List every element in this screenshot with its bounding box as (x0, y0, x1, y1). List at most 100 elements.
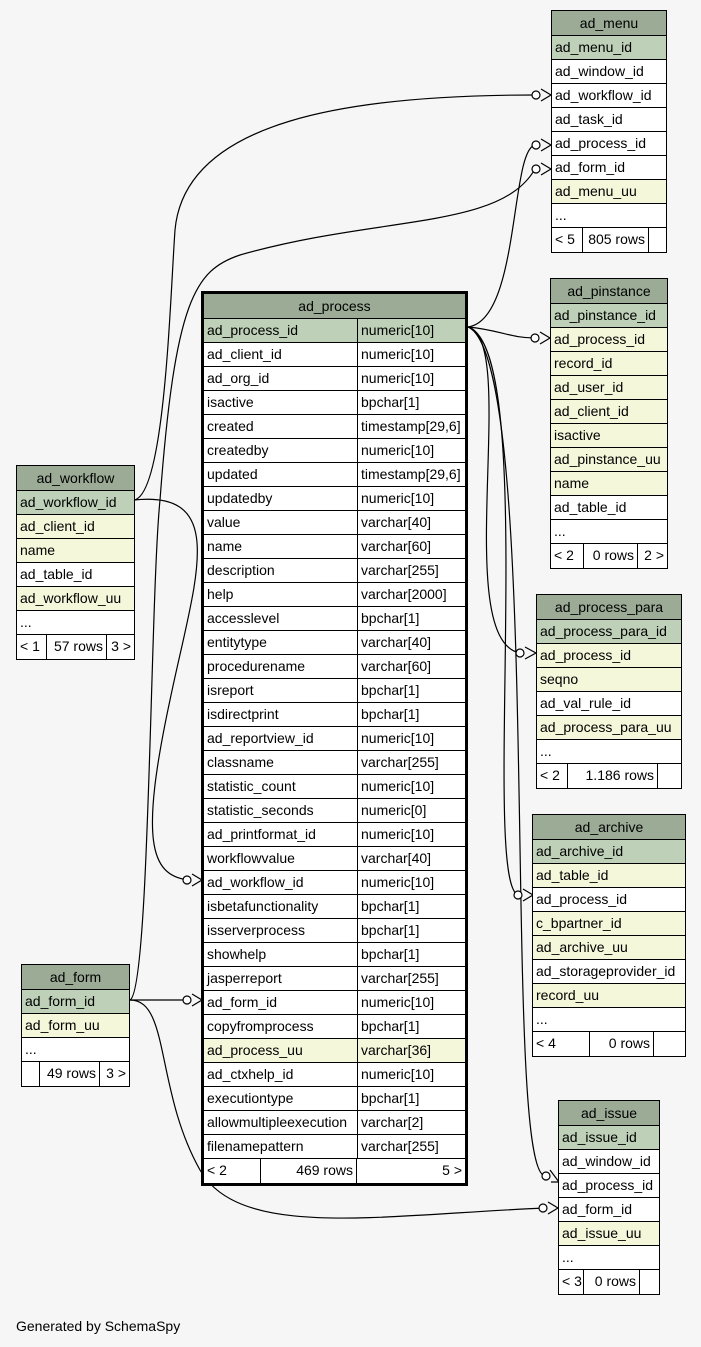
footer-left[interactable]: < 2 (540, 767, 560, 783)
column-row[interactable]: ... (552, 204, 666, 228)
column-row[interactable]: ... (22, 1038, 129, 1062)
column-row[interactable]: ad_workflow_id (17, 491, 134, 515)
footer-left[interactable]: < 1 (20, 638, 40, 654)
footer-right[interactable] (648, 228, 666, 252)
column-row[interactable]: ad_pinstance_uu (551, 448, 667, 472)
column-row[interactable]: ad_form_id (22, 990, 129, 1014)
column-row[interactable]: ad_form_id (559, 1198, 659, 1222)
column-row[interactable]: ad_val_rule_id (537, 692, 681, 716)
column-row[interactable]: ad_pinstance_id (551, 304, 667, 328)
column-row[interactable]: ad_issue_uu (559, 1222, 659, 1246)
column-row[interactable]: ... (533, 1008, 685, 1032)
column-row[interactable]: isactive (551, 424, 667, 448)
column-row[interactable]: ... (537, 740, 681, 764)
footer-left[interactable] (22, 1062, 39, 1086)
column-row[interactable]: ad_form_id (552, 156, 666, 180)
footer-right[interactable]: 2 > (637, 544, 667, 568)
footer-left[interactable]: < 2 (207, 1162, 227, 1178)
column-row[interactable]: ad_window_id (559, 1150, 659, 1174)
column-row[interactable]: ad_archive_id (533, 840, 685, 864)
column-row[interactable]: ad_storageprovider_id (533, 960, 685, 984)
column-row[interactable]: ad_process_id (537, 644, 681, 668)
footer-left[interactable]: < 5 (555, 231, 575, 247)
column-row[interactable]: ad_user_id (551, 376, 667, 400)
column-row[interactable]: record_uu (533, 984, 685, 1008)
column-row[interactable]: ad_task_id (552, 108, 666, 132)
column-row[interactable]: ad_issue_id (559, 1126, 659, 1150)
footer-left[interactable]: < 2 (554, 547, 574, 563)
column-row[interactable]: ... (559, 1246, 659, 1270)
column-row[interactable]: ad_workflow_id (552, 84, 666, 108)
column-row[interactable]: ad_process_id (559, 1174, 659, 1198)
footer-right[interactable] (657, 764, 681, 788)
column-row[interactable]: ad_table_id (17, 563, 134, 587)
column-row[interactable]: ad_client_id (17, 515, 134, 539)
column-row[interactable]: ad_process_para_id (537, 620, 681, 644)
footer-right[interactable]: 5 > (356, 1159, 465, 1183)
column-row[interactable]: ad_table_id (551, 496, 667, 520)
column-row[interactable]: ad_client_id (551, 400, 667, 424)
column-row[interactable]: ad_window_id (552, 60, 666, 84)
column-row[interactable]: ad_process_id (552, 132, 666, 156)
column-row[interactable]: name (17, 539, 134, 563)
column-row[interactable]: seqno (537, 668, 681, 692)
column-row[interactable]: c_bpartner_id (533, 912, 685, 936)
column-row[interactable]: ad_workflow_uu (17, 587, 134, 611)
column-row[interactable]: ad_menu_id (552, 36, 666, 60)
footer-left[interactable]: < 4 (536, 1035, 556, 1051)
column-row[interactable]: ... (17, 611, 134, 635)
footer-right[interactable]: 3 > (99, 1062, 129, 1086)
column-row[interactable]: ad_process_id (551, 328, 667, 352)
footer-right[interactable]: 3 > (106, 635, 134, 659)
footer-right[interactable] (639, 1270, 659, 1294)
column-row[interactable]: ... (551, 520, 667, 544)
footer-left[interactable]: < 3 (562, 1273, 582, 1289)
column-row[interactable]: record_id (551, 352, 667, 376)
footer-right[interactable] (653, 1032, 685, 1056)
column-row[interactable]: ad_menu_uu (552, 180, 666, 204)
column-row[interactable]: ad_archive_uu (533, 936, 685, 960)
column-row[interactable]: ad_table_id (533, 864, 685, 888)
column-row[interactable]: ad_form_uu (22, 1014, 129, 1038)
column-row[interactable]: ad_process_id (533, 888, 685, 912)
